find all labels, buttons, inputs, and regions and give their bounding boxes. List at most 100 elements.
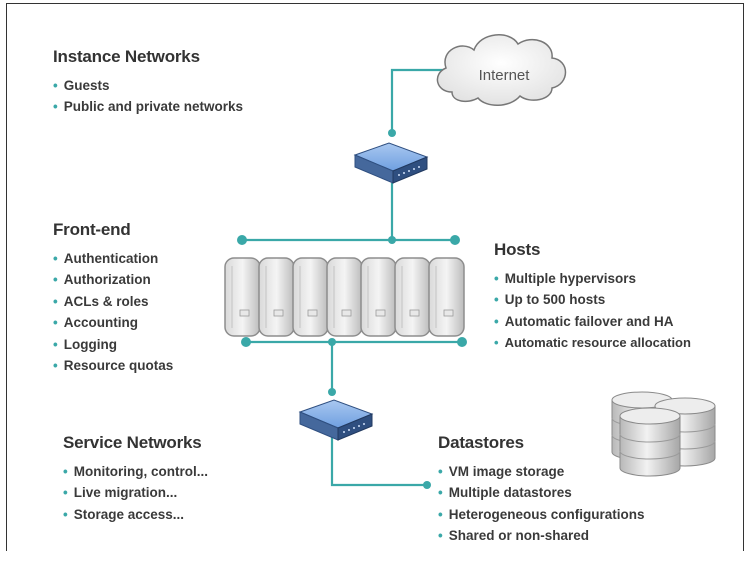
list-item-label: Automatic failover and HA — [504, 313, 674, 329]
list-item-label: Automatic resource allocation — [504, 335, 691, 351]
list-item: • Heterogeneous configurations — [438, 504, 645, 525]
list-item-label: Public and private networks — [63, 99, 244, 115]
server-unit-icon — [428, 257, 465, 337]
instance-networks-title: Instance Networks — [53, 47, 200, 66]
datastores-block: Datastores • VM image storage • Multiple d… — [438, 433, 645, 547]
switch-datastores-link — [330, 437, 427, 487]
line-node — [388, 129, 396, 137]
bullet-icon: • — [53, 99, 58, 115]
connection-nodes — [237, 129, 467, 489]
datastores-list: • VM image storage • Multiple datastores •… — [438, 461, 645, 547]
frontend-title: Front-end — [53, 220, 131, 239]
service-networks-list: • Monitoring, control... • Live migration.… — [63, 461, 208, 525]
frontend-block: Front-end • Authentication • Authorization… — [53, 220, 173, 376]
server-unit-icon — [258, 257, 295, 337]
bullet-icon: • — [53, 272, 58, 288]
list-item: • Automatic resource allocation — [494, 332, 691, 353]
hosts-block: Hosts •Multiple hypervisors •Up to 500 h… — [494, 240, 691, 354]
list-item: • VM image storage — [438, 461, 645, 482]
line-node — [328, 338, 336, 346]
line-node — [241, 337, 251, 347]
list-item: • Logging — [53, 334, 173, 355]
cloud-label: Internet — [479, 67, 531, 84]
list-item: • Guests — [53, 75, 243, 96]
list-item-label: ACLs & roles — [63, 293, 149, 309]
network-switch-icon — [354, 142, 428, 184]
hosts-list: •Multiple hypervisors •Up to 500 hosts •… — [494, 268, 691, 354]
list-item-label: Live migration... — [73, 485, 178, 501]
list-item: • Storage access... — [63, 504, 208, 525]
bullet-icon: • — [63, 485, 68, 501]
frame-border-top — [6, 3, 744, 4]
bullet-icon: • — [53, 336, 58, 352]
bullet-icon: • — [53, 358, 58, 374]
bullet-icon: • — [53, 78, 58, 93]
list-item-label: VM image storage — [448, 464, 565, 479]
instance-networks-list: • Guests • Public and private networks — [53, 75, 243, 118]
frontend-list: • Authentication • Authorization • ACLs & r… — [53, 248, 173, 376]
server-unit-icon — [292, 257, 329, 337]
list-item-label: Logging — [63, 336, 117, 352]
line-node — [457, 337, 467, 347]
list-item-label: Heterogeneous configurations — [448, 506, 645, 522]
connection-lines — [242, 68, 462, 487]
bullet-icon: • — [494, 313, 499, 329]
bullet-icon: • — [438, 528, 443, 544]
bullet-icon: • — [494, 271, 499, 286]
list-item: • Multiple datastores — [438, 482, 645, 503]
list-item: • Public and private networks — [53, 96, 243, 117]
list-item: • Resource quotas — [53, 355, 173, 376]
list-item-label: Authentication — [63, 251, 159, 266]
list-item: • Live migration... — [63, 482, 208, 503]
internet-switch-link — [390, 68, 447, 133]
instance-networks-block: Instance Networks • Guests • Public and pr… — [53, 47, 243, 118]
server-unit-icon — [360, 257, 397, 337]
frame-border-left — [6, 3, 7, 551]
server-unit-icon — [224, 257, 261, 337]
list-item-label: Storage access... — [73, 506, 185, 522]
list-item: • Shared or non-shared — [438, 525, 645, 546]
bullet-icon: • — [494, 335, 499, 351]
list-item: • Automatic failover and HA — [494, 311, 691, 332]
list-item: • Accounting — [53, 312, 173, 333]
network-switch-icon — [299, 399, 373, 441]
hosts-title: Hosts — [494, 240, 541, 259]
frame-border-right — [743, 3, 744, 551]
bullet-icon: • — [53, 293, 58, 309]
list-item: • Monitoring, control... — [63, 461, 208, 482]
service-networks-block: Service Networks • Monitoring, control...… — [63, 433, 208, 525]
server-unit-icon — [326, 257, 363, 337]
list-item-label: Accounting — [63, 315, 138, 331]
list-item-label: Monitoring, control... — [73, 464, 208, 479]
list-item: • Multiple hypervisors — [494, 268, 691, 289]
line-node — [237, 235, 247, 245]
list-item-label: Authorization — [63, 272, 151, 288]
list-item-label: Guests — [63, 78, 110, 93]
list-item: • Authentication — [53, 248, 173, 269]
bullet-icon: • — [438, 485, 443, 501]
list-item: • Authorization — [53, 269, 173, 290]
list-item: • ACLs & roles — [53, 291, 173, 312]
line-node — [423, 481, 431, 489]
bullet-icon: • — [53, 315, 58, 331]
list-item-label: Up to 500 hosts — [504, 292, 606, 308]
line-node — [328, 388, 336, 396]
diagram-frame — [6, 3, 744, 551]
line-node — [450, 235, 460, 245]
bullet-icon: • — [63, 506, 68, 522]
list-item: •Up to 500 hosts — [494, 289, 691, 310]
bullet-icon: • — [53, 251, 58, 266]
datastores-title: Datastores — [438, 433, 524, 452]
service-networks-title: Service Networks — [63, 433, 202, 452]
server-rack-icon — [224, 257, 465, 337]
bullet-icon: • — [438, 506, 443, 522]
list-item-label: Resource quotas — [63, 358, 174, 374]
bullet-icon: • — [63, 464, 68, 479]
cloud-icon: Internet — [436, 34, 567, 106]
list-item-label: Shared or non-shared — [448, 528, 590, 544]
bullet-icon: • — [438, 464, 443, 479]
server-unit-icon — [394, 257, 431, 337]
list-item-label: Multiple datastores — [448, 485, 572, 501]
list-item-label: Multiple hypervisors — [504, 271, 637, 286]
